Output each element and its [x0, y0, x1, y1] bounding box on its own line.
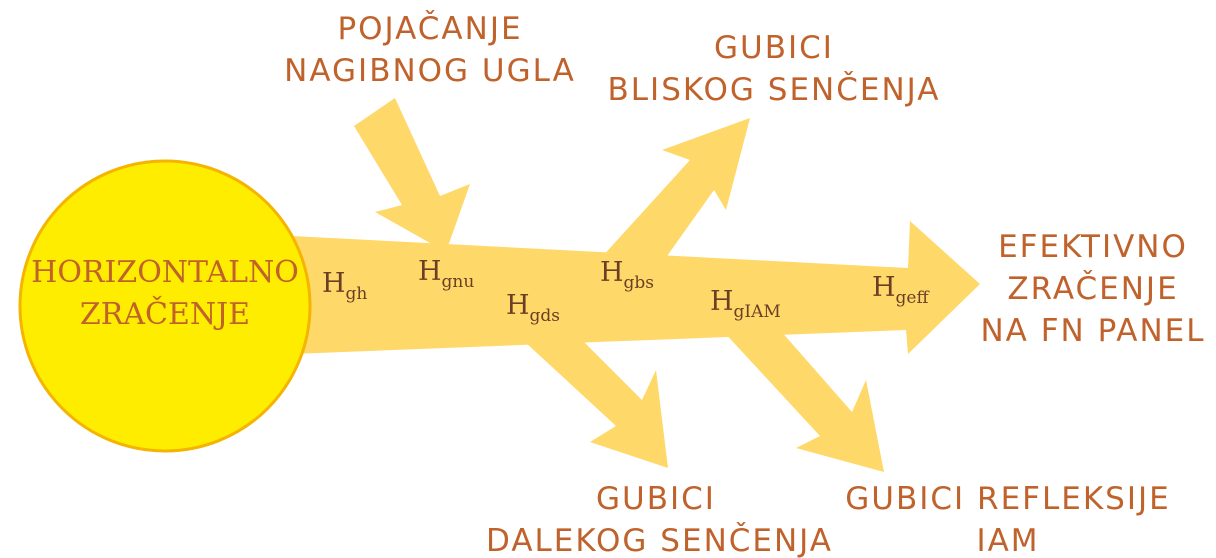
symbol-h-gh: Hgh	[322, 268, 367, 304]
near-shading-label-line2: BLISKOG SENČENJA	[607, 72, 941, 108]
iam-label-line2: IAM	[976, 523, 1040, 558]
symbol-h-giam-base: H	[710, 286, 734, 317]
far-shading-label-line2: DALEKOG SENČENJA	[486, 523, 833, 558]
output-label-line3: NA FN PANEL	[980, 313, 1206, 349]
output-label: EFEKTIVNO ZRAČENJE NA FN PANEL	[975, 226, 1211, 352]
iam-arrow	[722, 330, 884, 472]
symbol-h-gbs-base: H	[600, 257, 624, 288]
symbol-h-gh-base: H	[322, 268, 346, 299]
symbol-h-giam: HgIAM	[710, 286, 781, 322]
symbol-h-geff: Hgeff	[872, 272, 929, 308]
gain-label-line1: POJAČANJE	[337, 11, 523, 47]
gain-label: POJAČANJE NAGIBNOG UGLA	[280, 8, 580, 92]
gain-label-line2: NAGIBNOG UGLA	[284, 53, 576, 89]
symbol-h-giam-subscript: gIAM	[733, 302, 781, 322]
iam-label: GUBICI REFLEKSIJE IAM	[838, 478, 1178, 558]
symbol-h-gbs-subscript: gbs	[623, 273, 655, 293]
source-label-line1: HORIZONTALNO	[31, 255, 299, 290]
output-label-line1: EFEKTIVNO	[998, 229, 1188, 265]
symbol-h-gnu: Hgnu	[418, 256, 474, 292]
symbol-h-gds-base: H	[506, 290, 530, 321]
sun-circle	[18, 159, 312, 453]
far-shading-label-line1: GUBICI	[596, 481, 716, 517]
near-shading-label-line1: GUBICI	[714, 30, 834, 66]
source-label: HORIZONTALNO ZRAČENJE	[23, 252, 307, 336]
main-flow-arrow	[292, 221, 980, 354]
far-shading-arrow	[512, 330, 668, 468]
symbol-h-gnu-subscript: gnu	[441, 272, 475, 292]
near-shading-label: GUBICI BLISKOG SENČENJA	[604, 27, 944, 111]
symbol-h-geff-subscript: geff	[895, 288, 929, 308]
near-shading-arrow	[590, 118, 750, 280]
iam-label-line1: GUBICI REFLEKSIJE	[845, 481, 1171, 517]
far-shading-label: GUBICI DALEKOG SENČENJA	[486, 478, 833, 558]
gain-arrow	[354, 98, 470, 252]
symbol-h-geff-base: H	[872, 272, 896, 303]
source-label-line2: ZRAČENJE	[79, 297, 251, 332]
symbol-h-gds-subscript: gds	[529, 306, 561, 326]
symbol-h-gds: Hgds	[506, 290, 560, 326]
symbol-h-gbs: Hgbs	[600, 257, 654, 293]
symbol-h-gnu-base: H	[418, 256, 442, 287]
output-label-line2: ZRAČENJE	[1007, 271, 1179, 307]
symbol-h-gh-subscript: gh	[345, 284, 368, 304]
